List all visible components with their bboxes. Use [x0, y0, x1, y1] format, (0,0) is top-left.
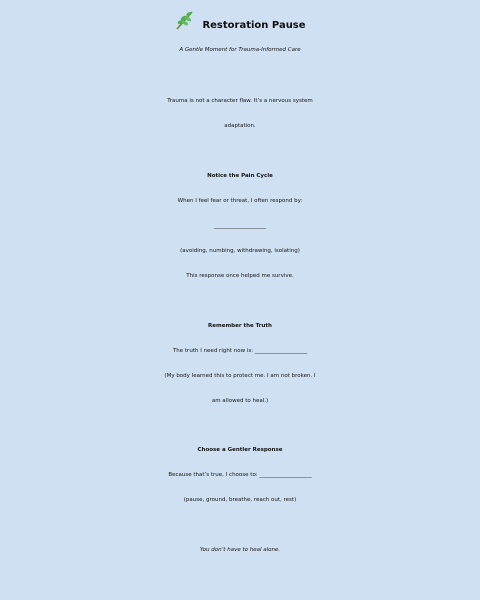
title-text: Restoration Pause: [202, 20, 306, 31]
truth-note-line-1: (My body learned this to protect me. I a…: [164, 373, 316, 379]
herb-icon: [174, 9, 196, 42]
section-heading-truth: Remember the Truth: [208, 323, 272, 329]
closing-message: You don’t have to heal alone.: [199, 547, 281, 553]
pain-cycle-blank: ___________________: [213, 223, 267, 229]
subtitle: A Gentle Moment for Trauma-Informed Care: [179, 47, 301, 53]
section-heading-response: Choose a Gentler Response: [197, 447, 283, 453]
pain-cycle-prompt: When I feel fear or threat, I often resp…: [177, 198, 303, 204]
truth-prompt: The truth I need right now is: _________…: [172, 348, 308, 354]
intro-line-2: adaptation.: [224, 123, 256, 129]
intro-line-1: Trauma is not a character flaw. It’s a n…: [167, 98, 313, 104]
truth-note-line-2: am allowed to heal.): [211, 398, 269, 404]
pain-cycle-examples: (avoiding, numbing, withdrawing, isolati…: [180, 248, 300, 254]
response-prompt: Because that’s true, I choose to: ______…: [168, 472, 312, 478]
response-examples: (pause, ground, breathe, reach out, rest…: [183, 497, 297, 503]
section-heading-pain-cycle: Notice the Pain Cycle: [207, 173, 273, 179]
pain-cycle-note: This response once helped me survive.: [186, 273, 294, 279]
page-title: Restoration Pause: [0, 9, 480, 42]
